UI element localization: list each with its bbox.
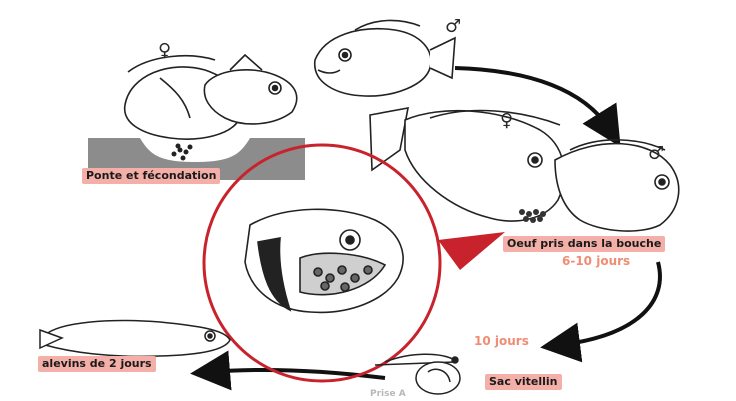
mouthbrooding-duration: 6-10 jours: [558, 253, 634, 269]
spawning-label: Ponte et fécondation: [82, 168, 220, 184]
fry-fish: [40, 321, 230, 357]
mouthbrooding-label: Oeuf pris dans la bouche: [503, 236, 665, 252]
mouth-closeup: [245, 209, 403, 312]
female-symbol-icon: ♀: [500, 112, 513, 130]
cropped-caption: Prise A: [370, 389, 406, 399]
fry-label: alevins de 2 jours: [38, 356, 156, 372]
eggs-cluster: [172, 144, 193, 161]
yolk-sac-label: Sac vitellin: [485, 374, 562, 390]
magnifier-pointer: [438, 232, 505, 270]
male-symbol-icon: ♂: [445, 18, 461, 36]
female-symbol-icon: ♀: [158, 42, 171, 60]
spawning-fish-pair: [125, 55, 297, 139]
yolk-sac-duration: 10 jours: [470, 333, 533, 349]
cycle-arrow-icon: [560, 262, 660, 345]
male-symbol-icon: ♂: [648, 145, 664, 163]
male-fish: [315, 20, 455, 96]
